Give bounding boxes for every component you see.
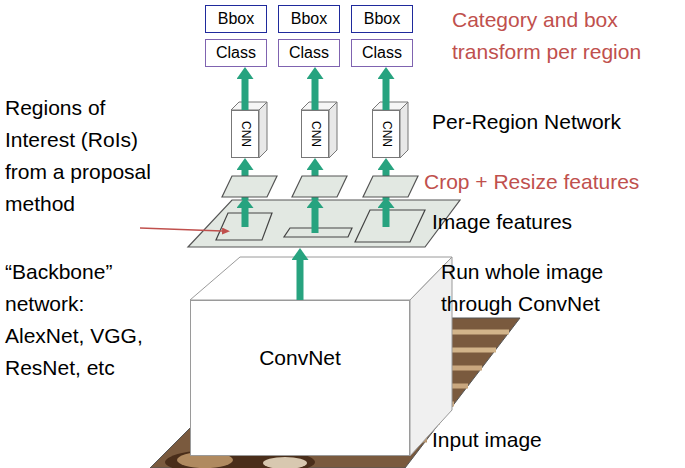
convnet-block: ConvNet xyxy=(190,300,410,456)
annotation-text: Run whole image through ConvNet xyxy=(441,256,646,320)
node-label: Class xyxy=(216,44,256,62)
class-box: Class xyxy=(278,39,340,67)
leader-arrow xyxy=(140,228,222,231)
node-label: ConvNet xyxy=(259,346,341,369)
crop-arrow xyxy=(242,208,249,227)
crop-arrow xyxy=(383,208,390,227)
crop-plane xyxy=(222,176,277,197)
convnet-top-face xyxy=(190,257,452,300)
annotation-text: Category and box transform per region xyxy=(452,4,684,68)
feature-map-plane: Image features xyxy=(188,200,460,248)
crop-plane xyxy=(363,176,418,197)
cnn-block: CNN xyxy=(372,110,400,158)
bbox-box: Bbox xyxy=(278,5,340,33)
cnn-block: CNN xyxy=(231,110,259,158)
class-box: Class xyxy=(351,39,413,67)
node-label: Bbox xyxy=(291,10,327,28)
flow-arrow xyxy=(297,260,304,300)
annotation-text: Per-Region Network xyxy=(432,106,682,138)
crop-plane xyxy=(292,176,347,197)
plane-shape xyxy=(188,200,460,247)
horse-shape xyxy=(263,457,307,468)
node-label: CNN xyxy=(308,121,321,147)
node-label: Class xyxy=(362,44,402,62)
annotation-text: Regions of Interest (RoIs) from a propos… xyxy=(5,92,170,220)
roi-outline xyxy=(355,210,425,242)
cnn-side-face xyxy=(259,102,267,158)
crop-arrow xyxy=(312,208,319,233)
node-label: Bbox xyxy=(218,10,254,28)
annotation-text: “Backbone” network: AlexNet, VGG, ResNet… xyxy=(5,256,153,384)
flow-arrow xyxy=(242,79,249,110)
convnet-side-face xyxy=(410,257,452,456)
node-label: Image features xyxy=(432,210,572,233)
node-label: Class xyxy=(289,44,329,62)
node-label: Bbox xyxy=(364,10,400,28)
annotation-text: Crop + Resize features xyxy=(424,166,684,198)
flow-arrow xyxy=(383,79,390,110)
annotation-text: Input image xyxy=(432,424,652,456)
plane-outline xyxy=(188,200,460,248)
bbox-box: Bbox xyxy=(205,5,267,33)
flow-arrow xyxy=(312,79,319,110)
cnn-side-face xyxy=(400,102,408,158)
node-label: CNN xyxy=(379,121,392,147)
cnn-block: CNN xyxy=(301,110,329,158)
cnn-side-face xyxy=(329,102,337,158)
class-box: Class xyxy=(205,39,267,67)
bbox-box: Bbox xyxy=(351,5,413,33)
node-label: CNN xyxy=(238,121,251,147)
